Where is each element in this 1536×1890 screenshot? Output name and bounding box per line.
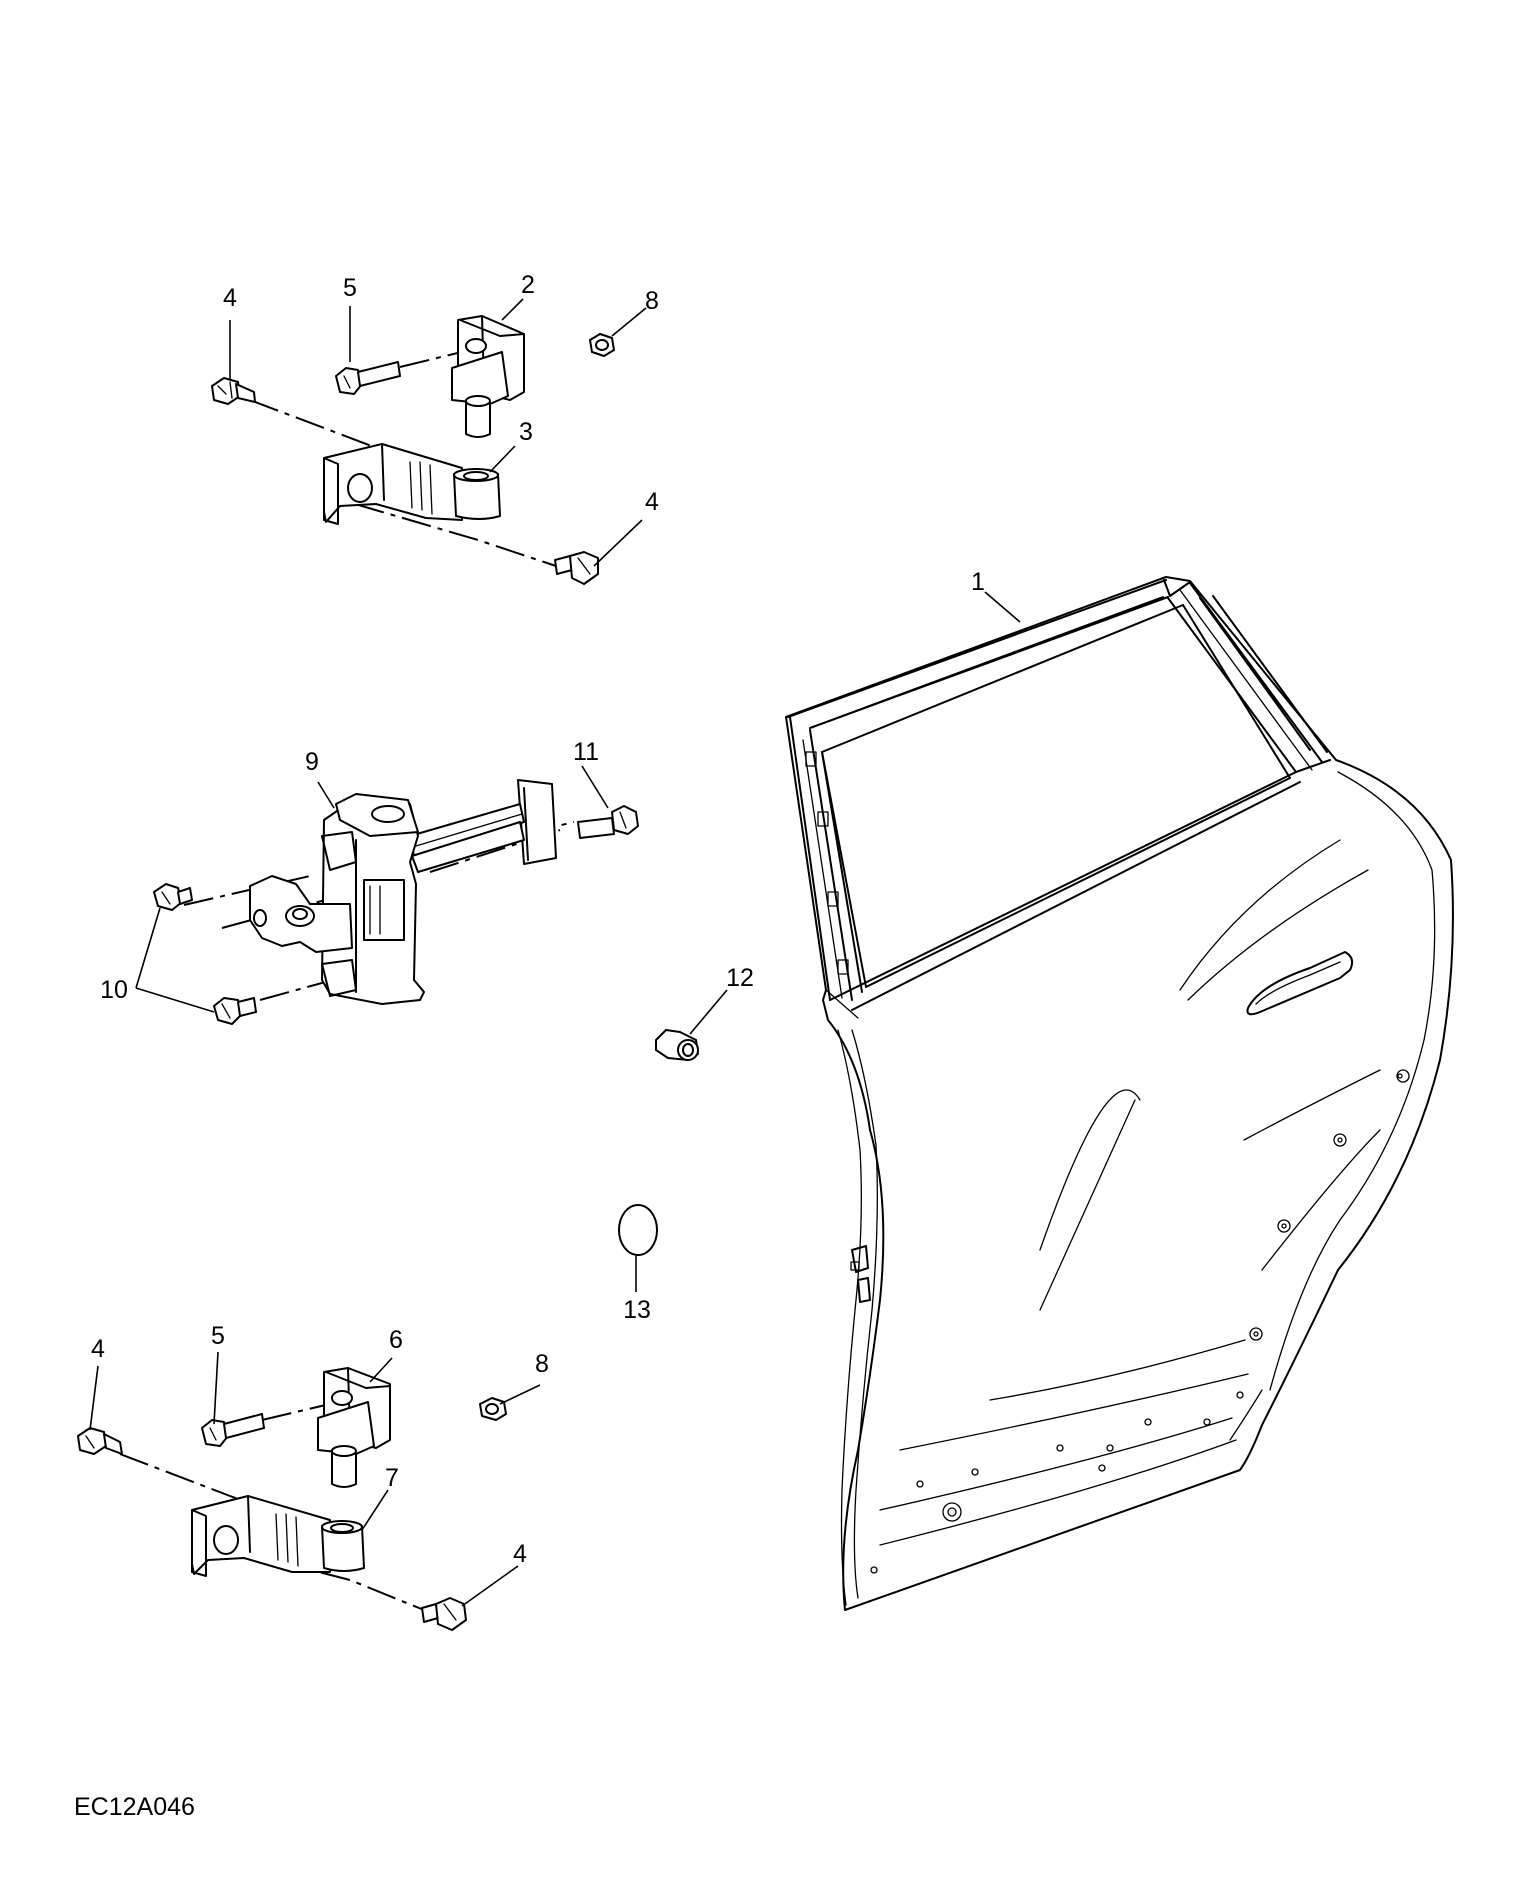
callout-3: 3 bbox=[519, 418, 533, 446]
callout-7: 7 bbox=[385, 1464, 399, 1492]
lower-door-hinge-half bbox=[317, 1367, 391, 1488]
hinge-bolt-lower-right bbox=[421, 1597, 467, 1631]
hinge-bolt-lower-5 bbox=[201, 1413, 265, 1447]
door-check-strap bbox=[409, 779, 557, 873]
upper-door-hinge-half bbox=[451, 315, 525, 438]
upper-body-hinge-half bbox=[323, 443, 501, 525]
callout-4-lower-right: 4 bbox=[513, 1540, 527, 1568]
figure-reference-code: EC12A046 bbox=[74, 1793, 195, 1821]
callout-13: 13 bbox=[623, 1296, 651, 1324]
fixing-nut-12 bbox=[655, 1029, 699, 1061]
callout-6: 6 bbox=[389, 1326, 403, 1354]
hinge-bolt-upper-5 bbox=[335, 361, 401, 395]
callout-8-upper: 8 bbox=[645, 287, 659, 315]
lower-hinge-group bbox=[77, 1367, 507, 1631]
lower-body-hinge-half bbox=[191, 1495, 365, 1577]
callout-11: 11 bbox=[573, 738, 599, 766]
hinge-nut-lower bbox=[479, 1397, 507, 1421]
door-check-lever bbox=[249, 875, 353, 953]
check-bolt-upper bbox=[153, 883, 193, 911]
hinge-bolt-upper-left bbox=[211, 377, 256, 405]
callout-9: 9 bbox=[305, 748, 319, 776]
door-check-housing bbox=[321, 793, 425, 1005]
blanking-plug-13 bbox=[618, 1204, 658, 1256]
callout-5-upper: 5 bbox=[343, 274, 357, 302]
callout-10: 10 bbox=[100, 976, 128, 1004]
door-check-group bbox=[153, 779, 639, 1025]
callout-2: 2 bbox=[521, 271, 535, 299]
check-bolt-lower bbox=[213, 997, 257, 1025]
callout-labels: 1 2 3 4 4 4 4 5 5 6 7 8 8 9 10 11 12 13 bbox=[91, 271, 985, 1568]
check-bolt-11 bbox=[577, 805, 639, 839]
callout-leaders bbox=[89, 298, 1021, 1607]
callout-8-lower: 8 bbox=[535, 1350, 549, 1378]
upper-hinge-group bbox=[211, 315, 615, 585]
callout-4-upper-left: 4 bbox=[223, 284, 237, 312]
callout-4-lower-left: 4 bbox=[91, 1335, 105, 1363]
callout-4-upper-right: 4 bbox=[645, 488, 659, 516]
rear-door-shell bbox=[785, 576, 1454, 1611]
hinge-bolt-upper-right bbox=[554, 551, 599, 585]
callout-5-lower: 5 bbox=[211, 1322, 225, 1350]
hinge-bolt-lower-left bbox=[77, 1427, 123, 1455]
hinge-nut-upper bbox=[589, 333, 615, 357]
callout-12: 12 bbox=[726, 964, 754, 992]
callout-1: 1 bbox=[971, 568, 985, 596]
